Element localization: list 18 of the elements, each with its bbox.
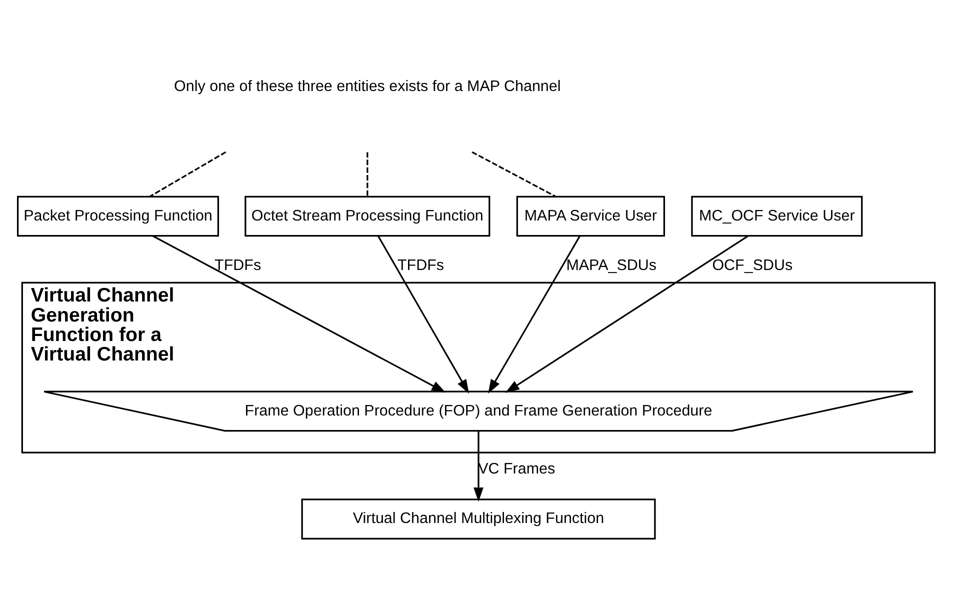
edge-label: TFDFs — [214, 256, 261, 274]
connector — [366, 152, 368, 196]
arrow — [473, 430, 483, 502]
edge-label: TFDFs — [397, 256, 444, 274]
arrow — [377, 235, 468, 394]
label: Only one of these three entities exists for a MAP Channel — [174, 77, 560, 94]
connector — [148, 150, 226, 197]
arrow — [504, 235, 748, 392]
node-box: MAPA Service User — [516, 195, 665, 236]
node-box: Packet Processing Function — [16, 195, 219, 236]
node-box: Octet Stream Processing Function — [244, 195, 490, 236]
node-box: MC_OCF Service User — [690, 195, 862, 236]
arrow — [152, 234, 446, 392]
arrow — [488, 235, 580, 394]
edge-label: OCF_SDUs — [712, 256, 792, 274]
node-box: Virtual Channel Multiplexing Function — [300, 498, 656, 539]
connector — [471, 150, 556, 197]
edge-label: MAPA_SDUs — [566, 256, 656, 274]
